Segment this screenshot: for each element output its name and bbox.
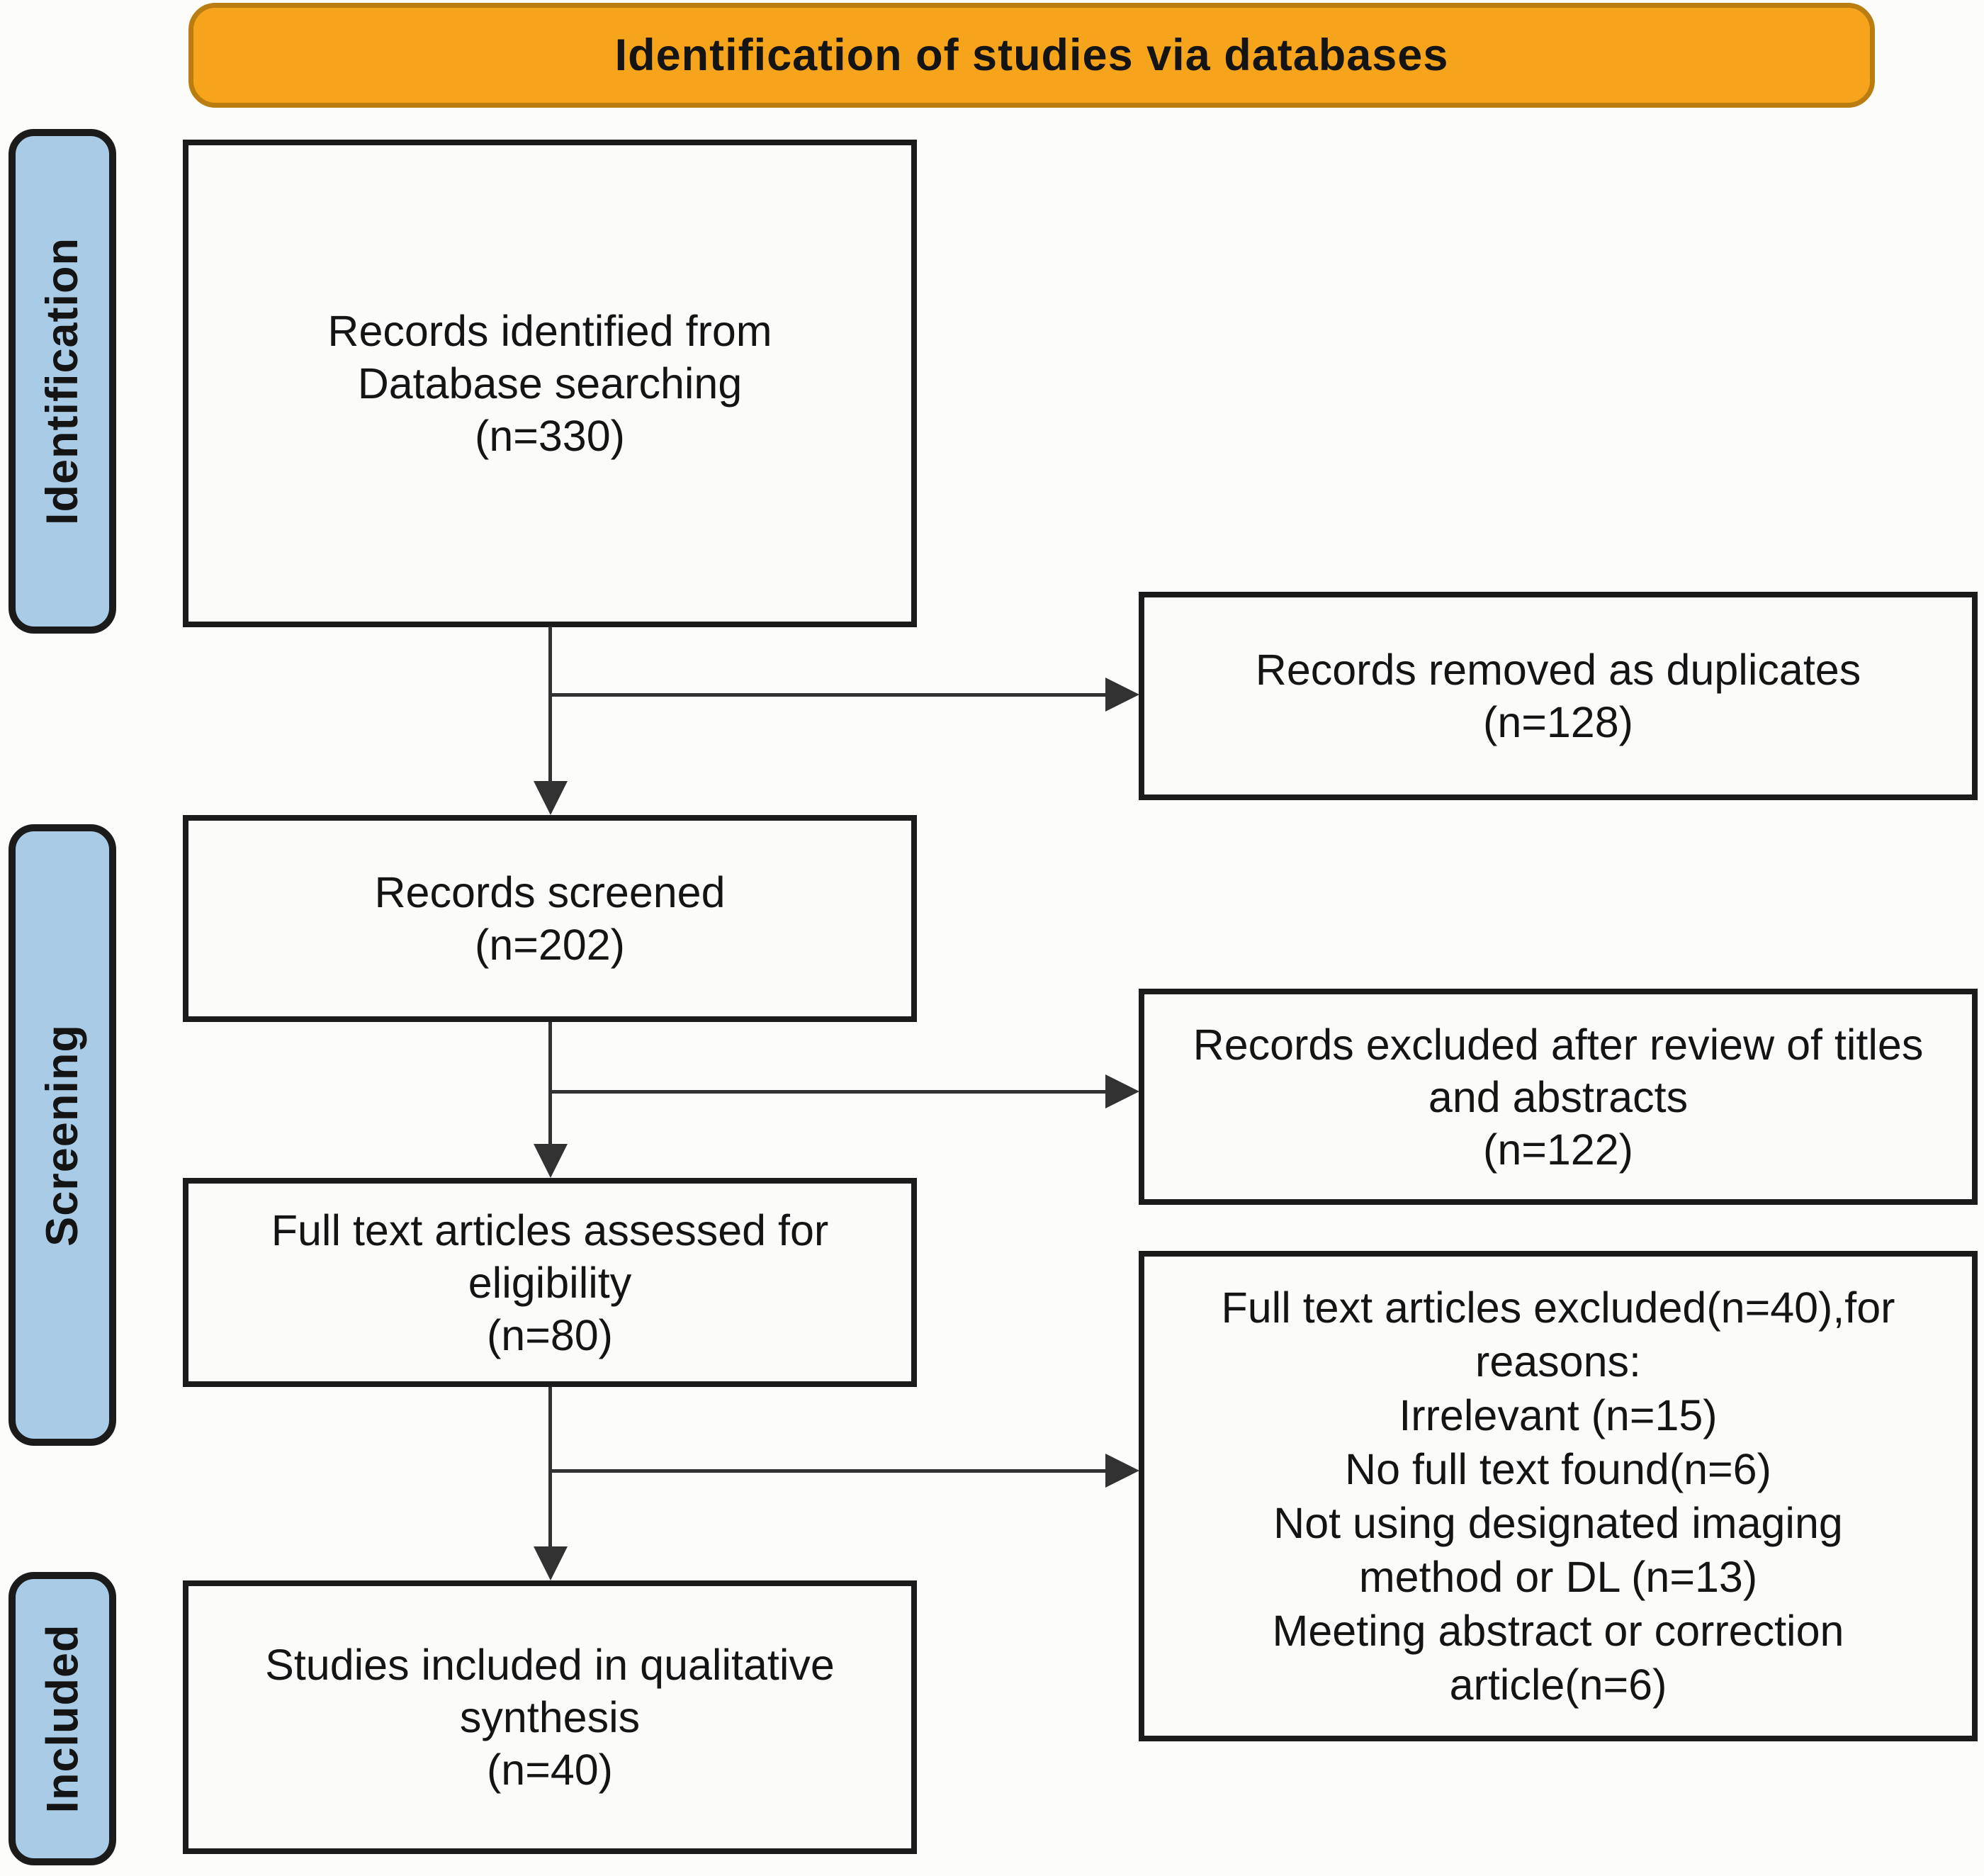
arrow-line-branch-title-abstract [548,1090,1107,1094]
arrow-line-branch-duplicates [548,693,1107,697]
arrowhead-right-icon [1105,1074,1139,1108]
arrowhead-right-icon [1105,1454,1139,1488]
arrow-line-assessed-to-included [548,1387,552,1548]
arrow-line-screened-to-assessed [548,1022,552,1145]
stage-label-screening: Screening [9,824,116,1446]
flow-box-records-identified: Records identified from Database searchi… [183,140,917,627]
exclusion-box-full-text: Full text articles excluded(n=40),for re… [1139,1251,1978,1741]
arrow-line-branch-fulltext-excluded [548,1469,1107,1473]
arrowhead-down-icon [534,1546,568,1580]
flow-box-records-screened: Records screened (n=202) [183,815,917,1022]
exclusion-box-duplicates: Records removed as duplicates (n=128) [1139,592,1978,800]
stage-label-identification: Identification [9,129,116,634]
arrowhead-down-icon [534,1144,568,1178]
arrowhead-down-icon [534,781,568,815]
flow-box-fulltext-assessed: Full text articles assessed for eligibil… [183,1178,917,1387]
exclusion-box-title-abstract: Records excluded after review of titles … [1139,989,1978,1205]
stage-label-screening-text: Screening [38,1023,88,1247]
databases-banner: Identification of studies via databases [188,3,1875,108]
stage-label-identification-text: Identification [38,237,87,525]
stage-label-included: Included [9,1572,116,1865]
arrowhead-right-icon [1105,678,1139,712]
stage-label-included-text: Included [38,1624,88,1814]
arrow-line-identified-to-screened [548,627,552,784]
flow-box-studies-included: Studies included in qualitative synthesi… [183,1580,917,1854]
